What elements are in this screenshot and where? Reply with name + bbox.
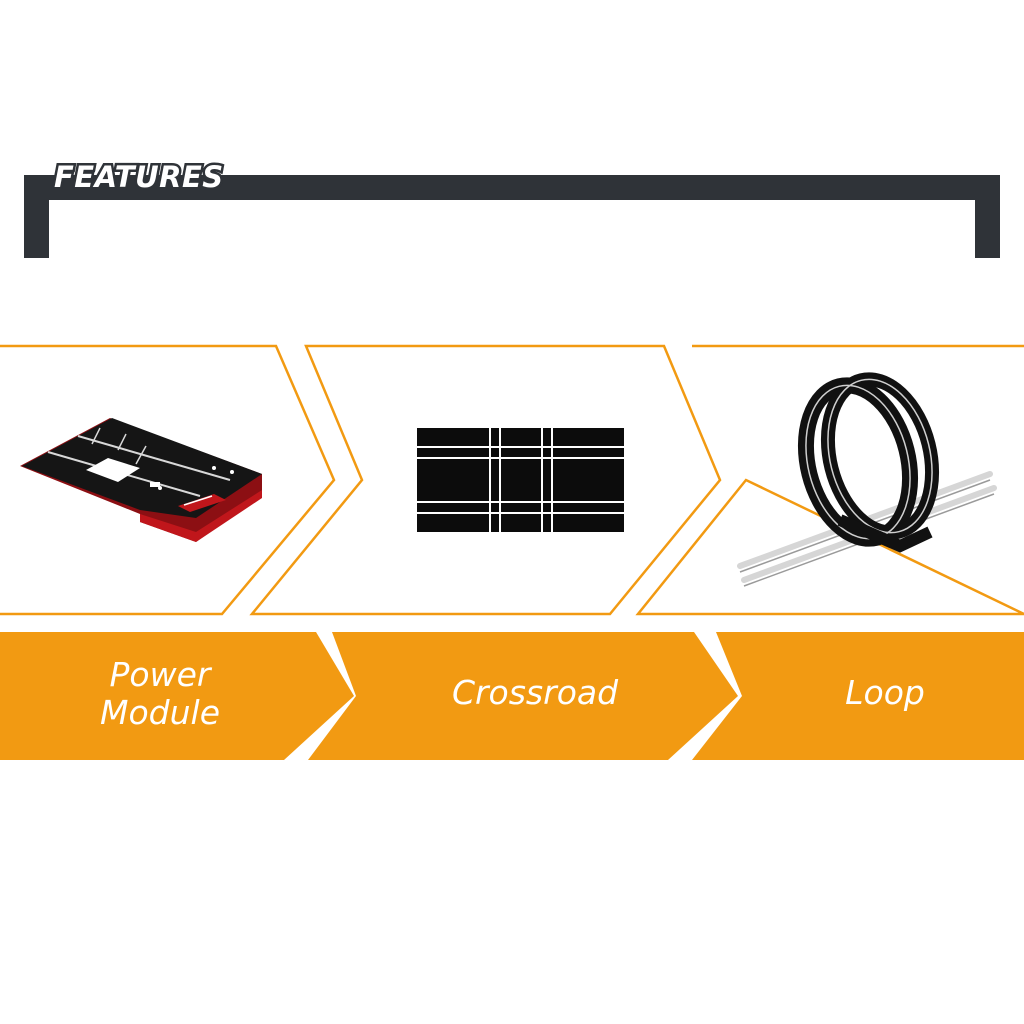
loop-icon [737,372,997,587]
power-module-icon [20,418,262,542]
feature-label-power-module: Power Module [60,656,260,732]
feature-label-bar-2 [308,632,738,760]
feature-label-crossroad: Crossroad [451,673,619,712]
feature-panel-3 [635,344,1024,616]
feature-label-bar-3 [692,632,1024,760]
feature-label-line-1: Power [109,655,211,694]
feature-panel-1 [0,344,336,616]
feature-label-bar-1 [0,632,354,760]
header-bracket [24,175,1000,258]
features-title: FEATURES [52,158,226,197]
feature-panel-2 [249,344,722,616]
feature-label-line-2: Module [100,693,220,732]
feature-label-loop: Loop [845,673,925,712]
crossroad-icon [417,428,624,532]
